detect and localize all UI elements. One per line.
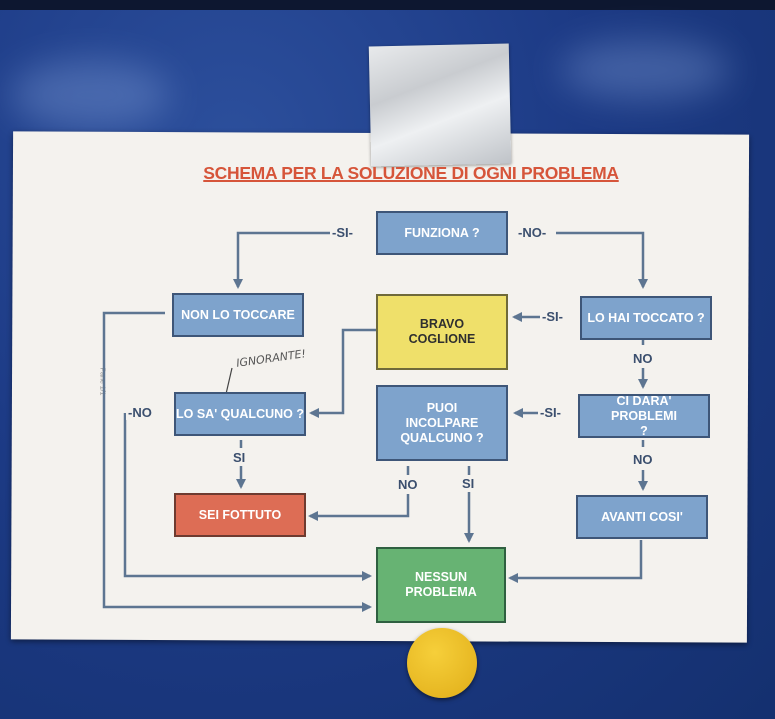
arrow-incolpare-no-2 [308, 494, 410, 521]
handwritten-stroke [225, 367, 233, 395]
arrow-losa-no [123, 413, 372, 581]
label-no-losa: -NO [126, 405, 154, 420]
label-si-funziona: -SI- [330, 225, 355, 240]
box-ci-dara-problemi: CI DARA' PROBLEMI ? [578, 394, 710, 438]
label-no-incolpare: NO [396, 477, 420, 492]
arrow-funziona-si [233, 231, 330, 289]
box-lo-sa-qualcuno: LO SA' QUALCUNO ? [174, 392, 306, 436]
label-no-toccato: NO [631, 351, 655, 366]
arrow-bravo-to-losa [309, 328, 376, 418]
label-si-incolpare: SI [460, 476, 477, 491]
arrow-avanti [508, 540, 643, 583]
board-reflection [560, 40, 730, 100]
box-lo-hai-toccato: LO HAI TOCCATO ? [580, 296, 712, 340]
box-nessun-problema: NESSUN PROBLEMA [376, 547, 506, 623]
board-top-frame [0, 0, 775, 10]
flowchart-title: SCHEMA PER LA SOLUZIONE DI OGNI PROBLEMA [203, 163, 619, 183]
arrow-nontoccare [102, 311, 372, 612]
label-si-losa: SI [231, 450, 248, 465]
box-puoi-incolpare: PUOI INCOLPARE QUALCUNO ? [376, 385, 508, 461]
box-avanti-cosi: AVANTI COSI' [576, 495, 708, 539]
yellow-magnet [407, 628, 477, 698]
label-si-problemi: -SI- [538, 405, 563, 420]
box-sei-fottuto: SEI FOTTUTO [174, 493, 306, 537]
label-no-funziona: -NO- [516, 225, 549, 240]
label-si-toccato: -SI- [540, 309, 565, 324]
box-non-lo-toccare: NON LO TOCCARE [172, 293, 304, 337]
board-reflection [10, 60, 170, 130]
arrow-funziona-no [556, 231, 648, 289]
box-funziona: FUNZIONA ? [376, 211, 508, 255]
label-no-problemi: NO [631, 452, 655, 467]
box-bravo-coglione: BRAVO COGLIONE [376, 294, 508, 370]
